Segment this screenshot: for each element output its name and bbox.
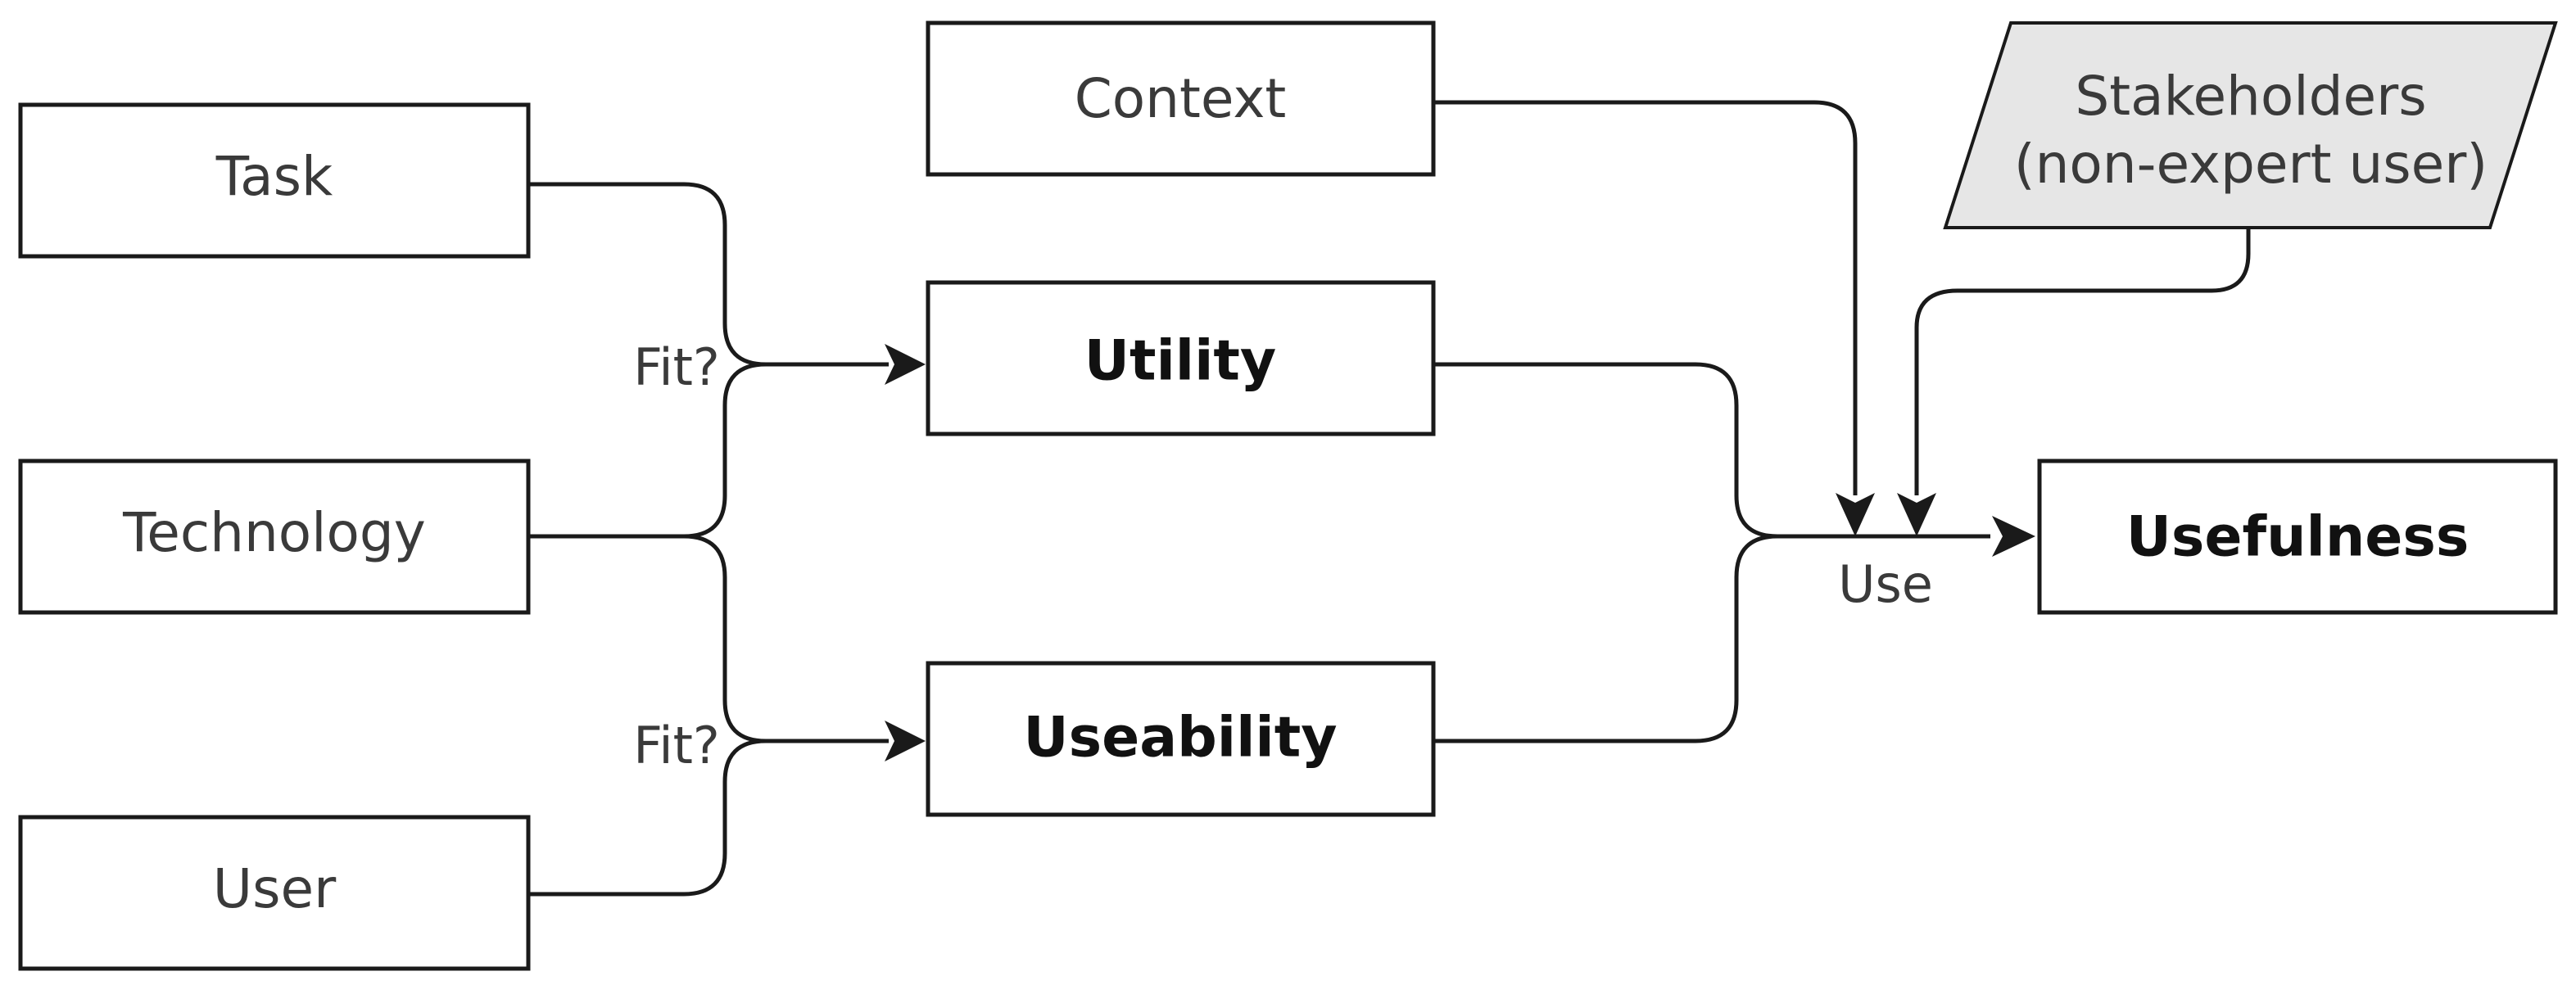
node-useability: Useability (926, 661, 1436, 817)
node-usefulness-label: Usefulness (2126, 505, 2470, 570)
connector-user-useability (528, 739, 767, 897)
use-label: Use (1838, 554, 1933, 614)
connector-technology-useability (683, 534, 889, 743)
node-user: User (18, 815, 531, 971)
connector-useability-usefulness (1433, 534, 1778, 743)
node-usefulness: Usefulness (2037, 459, 2558, 615)
arrowhead-useability (885, 721, 926, 761)
arrowhead-usefulness (1992, 516, 2035, 557)
connectors (528, 100, 2251, 897)
node-context: Context (926, 20, 1436, 177)
arrowhead-utility (885, 344, 926, 385)
arrowhead-context-down (1836, 493, 1875, 536)
node-user-label: User (213, 857, 337, 920)
node-stakeholders: Stakeholders (non-expert user) (1943, 21, 2558, 229)
node-stakeholders-label-line1: Stakeholders (2075, 65, 2426, 128)
connector-task-utility (528, 182, 889, 367)
node-stakeholders-label-line2: (non-expert user) (2014, 133, 2488, 196)
connector-context-use (1433, 100, 1858, 495)
arrowhead-stakeholders-down (1897, 493, 1936, 536)
node-task-label: Task (215, 145, 333, 208)
arrowheads (885, 344, 2035, 761)
node-utility: Utility (926, 280, 1436, 436)
connector-stakeholders-use (1914, 228, 2251, 495)
node-technology-label: Technology (122, 501, 426, 564)
connector-technology-utility (528, 362, 767, 539)
fit-label-bottom: Fit? (633, 716, 720, 775)
node-utility-label: Utility (1084, 329, 1276, 394)
node-task: Task (18, 102, 531, 259)
node-context-label: Context (1075, 67, 1287, 130)
connector-utility-usefulness (1433, 362, 1990, 539)
node-useability-label: Useability (1023, 706, 1337, 770)
fit-label-top: Fit? (633, 337, 720, 397)
node-technology: Technology (18, 459, 531, 615)
